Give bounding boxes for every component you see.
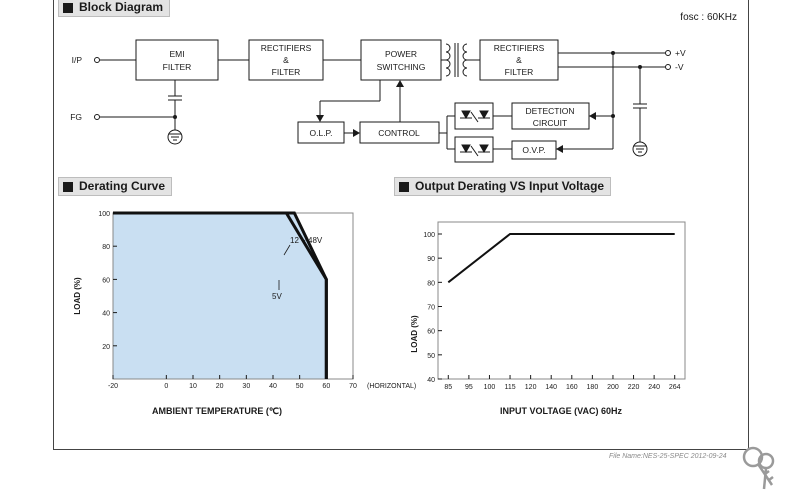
x-tick-label: 60: [322, 383, 330, 390]
y-axis-label: LOAD (%): [410, 315, 419, 353]
rect2-label-3: FILTER: [505, 67, 534, 77]
x-tick-label: 264: [669, 384, 681, 391]
x-tick-label: 180: [587, 384, 599, 391]
block-diagram: I/P FG EMI FILTER RECTIFIERS & FILTER PO…: [70, 39, 686, 163]
x-tick-label: 20: [216, 383, 224, 390]
section-title: Block Diagram: [79, 0, 164, 14]
y-tick-label: 60: [427, 329, 435, 336]
x-tick-label: 95: [465, 384, 473, 391]
section-bullet-icon: [63, 181, 73, 192]
keys-icon: [742, 446, 775, 490]
x-tick-label: 100: [484, 384, 496, 391]
rect1-label-2: &: [283, 55, 289, 65]
olp-label: O.L.P.: [310, 128, 333, 138]
x-tick-label: -20: [108, 383, 118, 390]
y-tick-label: 40: [102, 311, 110, 318]
x-tick-label: 70: [349, 383, 357, 390]
section-bullet-icon: [63, 2, 73, 13]
ip-label: I/P: [72, 55, 83, 65]
footer-file-name: File Name:NES-25-SPEC 2012-09-24: [609, 453, 727, 460]
derating-area: [113, 213, 327, 379]
power-label-1: POWER: [385, 49, 417, 59]
x-tick-label: 200: [607, 384, 619, 391]
plot-frame: [437, 221, 686, 380]
rectifiers-filter-block-2: [479, 39, 559, 81]
fosc-label: fosc : 60KHz: [680, 12, 737, 23]
vplus-label: +V: [675, 48, 686, 58]
x-axis-label: INPUT VOLTAGE (VAC) 60Hz: [500, 406, 623, 416]
x-tick-label: 140: [545, 384, 557, 391]
vminus-terminal-icon: [665, 64, 671, 70]
x-tick-label: 85: [444, 384, 452, 391]
x-tick-label: 40: [269, 383, 277, 390]
rect1-label-1: RECTIFIERS: [261, 43, 312, 53]
y-tick-label: 80: [427, 280, 435, 287]
x-tick-label: 50: [296, 383, 304, 390]
fg-terminal-icon: [94, 114, 100, 120]
y-tick-label: 90: [427, 256, 435, 263]
detection-label-1: DETECTION: [525, 106, 574, 116]
emi-label-2: FILTER: [163, 62, 192, 72]
transformer-icon: [441, 43, 480, 77]
x-tick-label: 115: [504, 384, 515, 391]
detection-label-2: CIRCUIT: [533, 118, 567, 128]
annotation-leader: [283, 244, 291, 256]
y-tick-label: 40: [427, 377, 435, 384]
rect2-label-1: RECTIFIERS: [494, 43, 545, 53]
series-line-1: [113, 211, 328, 379]
derating-curve-chart: 20 40 60 80 100 -20 0 10 20 30 40 50 60 70 (HORIZONTAL…: [73, 211, 416, 416]
rect2-label-2: &: [516, 55, 522, 65]
series-line: [447, 233, 675, 284]
x-axis-label: AMBIENT TEMPERATURE (℃): [152, 406, 282, 416]
control-label: CONTROL: [378, 128, 420, 138]
x-tick-label: 30: [242, 383, 250, 390]
ground-icon-output: [632, 141, 648, 157]
vplus-terminal-icon: [665, 50, 671, 56]
x-tick-label: 0: [164, 383, 168, 390]
section-title: Derating Curve: [79, 179, 166, 193]
y-axis-label: LOAD (%): [73, 277, 82, 315]
y-tick-label: 70: [427, 305, 435, 312]
section-output-derating: Output Derating VS Input Voltage: [394, 177, 612, 196]
y-tick-label: 60: [102, 277, 110, 284]
fg-label: FG: [70, 112, 82, 122]
ovp-block: [511, 140, 557, 160]
section-derating-curve: Derating Curve: [58, 177, 173, 196]
y-tick-label: 20: [102, 344, 110, 351]
spec-frame: [53, 0, 749, 450]
ip-terminal-icon: [94, 57, 100, 63]
output-derating-chart: 40 50 60 70 80 90 100 85 95 100 115 120 140 160 180 200…: [410, 221, 686, 416]
x-tick-label: 10: [189, 383, 197, 390]
x-tick-label: 220: [628, 384, 640, 391]
x-tick-label: 120: [525, 384, 537, 391]
section-block-diagram: Block Diagram: [58, 0, 171, 17]
y-tick-label: 100: [423, 232, 435, 239]
x-axis-note: (HORIZONTAL): [367, 383, 416, 390]
series-label-5v: 5V: [272, 292, 282, 301]
vminus-label: -V: [675, 62, 684, 72]
section-bullet-icon: [399, 181, 409, 192]
emi-label-1: EMI: [169, 49, 184, 59]
y-tick-label: 100: [98, 211, 110, 218]
series-label-12-48v: 12 ~ 48V: [290, 236, 323, 245]
ground-icon-fg: [167, 129, 183, 145]
rect1-label-3: FILTER: [272, 67, 301, 77]
x-tick-label: 240: [648, 384, 660, 391]
x-tick-label: 160: [566, 384, 578, 391]
y-tick-label: 80: [102, 244, 110, 251]
y-tick-label: 50: [427, 353, 435, 360]
section-title: Output Derating VS Input Voltage: [415, 179, 605, 193]
power-label-2: SWITCHING: [377, 62, 426, 72]
ovp-label: O.V.P.: [522, 145, 545, 155]
